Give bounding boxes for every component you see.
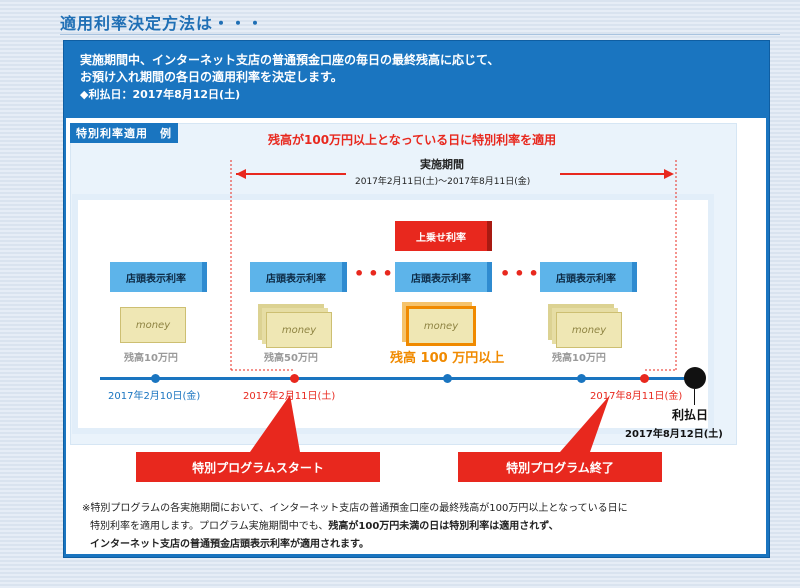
timeline-node: [443, 374, 452, 383]
rate-box-1: 店頭表示利率: [110, 262, 207, 292]
rate-box-4: 店頭表示利率: [540, 262, 637, 292]
start-callout-pointer: [250, 395, 300, 452]
footnote-line-2b: 残高が100万円未満の日は特別利率は適用されず、: [328, 521, 559, 532]
timeline-node-end: [640, 374, 649, 383]
end-callout-pointer: [560, 395, 610, 452]
payday-label: 利払日: [672, 408, 709, 422]
date-label-1: 2017年2月10日(金): [108, 391, 201, 402]
bonus-rate-box: 上乗せ利率: [395, 221, 492, 251]
balance-4: 残高10万円: [552, 353, 606, 364]
balance-2: 残高50万円: [264, 353, 318, 364]
date-label-start: 2017年2月11日(土): [243, 391, 336, 402]
payday-date: 2017年8月12日(土): [625, 429, 723, 440]
rate-box-2: 店頭表示利率: [250, 262, 347, 292]
balance-1: 残高10万円: [124, 353, 178, 364]
footnote-line-3: インターネット支店の普通預金店頭表示利率が適用されます。: [90, 539, 369, 550]
page-title: 適用利率決定方法は・・・: [60, 14, 265, 33]
money-icon: money: [120, 307, 186, 343]
program-end-badge: 特別プログラム終了: [458, 452, 662, 482]
period-label: 実施期間: [420, 158, 464, 171]
date-label-end: 2017年8月11日(金): [590, 391, 683, 402]
money-stack-icon: money: [266, 312, 332, 348]
title-divider: [60, 34, 780, 35]
money-highlight-icon: money: [406, 306, 476, 346]
footnote-line-2a: 特別利率を適用します。プログラム実施期間中でも、: [90, 521, 329, 532]
footnote: ※特別プログラムの各実施期間において、インターネット支店の普通預金口座の最終残高…: [82, 500, 628, 554]
timeline-line: [100, 377, 688, 380]
footnote-line-1: ※特別プログラムの各実施期間において、インターネット支店の普通預金口座の最終残高…: [82, 503, 628, 514]
example-tag: 特別利率適用 例: [70, 123, 178, 143]
intro-line-2: お預け入れ期間の各日の適用利率を決定します。: [80, 70, 343, 84]
timeline-node: [151, 374, 160, 383]
timeline-node-start: [290, 374, 299, 383]
dots-right: •••: [500, 264, 543, 283]
program-start-badge: 特別プログラムスタート: [136, 452, 380, 482]
money-stack-icon: money: [556, 312, 622, 348]
intro-text: 実施期間中、インターネット支店の普通預金口座の毎日の最終残高に応じて、 お預け入…: [80, 52, 499, 103]
payday-node: [684, 367, 706, 389]
arrow-head-right-icon: [664, 169, 674, 179]
payday-connector: [694, 389, 695, 405]
dots-left: •••: [354, 264, 397, 283]
arrow-head-left-icon: [236, 169, 246, 179]
headline: 残高が100万円以上となっている日に特別利率を適用: [268, 133, 557, 147]
period-dates: 2017年2月11日(土)〜2017年8月11日(金): [355, 177, 531, 187]
balance-3: 残高 100 万円以上: [390, 351, 505, 366]
intro-payday: ◆利払日：2017年8月12日(土): [80, 88, 241, 101]
timeline-node: [577, 374, 586, 383]
rate-box-3: 店頭表示利率: [395, 262, 492, 292]
intro-line-1: 実施期間中、インターネット支店の普通預金口座の毎日の最終残高に応じて、: [80, 53, 500, 67]
